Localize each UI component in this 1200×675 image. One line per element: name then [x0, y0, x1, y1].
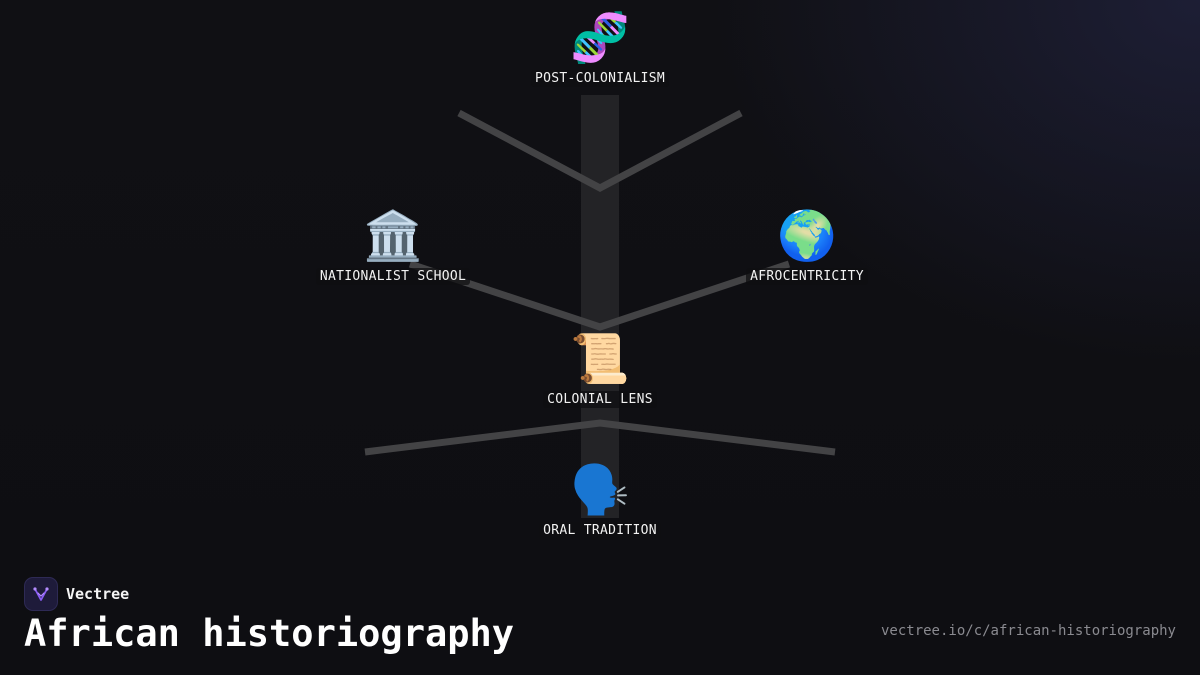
brand[interactable]: Vectree — [24, 577, 129, 611]
node-oral-tradition[interactable]: 🗣️ ORAL TRADITION — [480, 462, 720, 539]
node-post-colonialism[interactable]: 🧬 POST-COLONIALISM — [480, 10, 720, 87]
scroll-icon: 📜 — [570, 331, 630, 387]
node-label: ORAL TRADITION — [539, 522, 661, 539]
node-label: POST-COLONIALISM — [530, 70, 670, 87]
brand-name: Vectree — [66, 585, 130, 603]
globe-africa-icon: 🌍 — [777, 208, 837, 264]
node-nationalist-school[interactable]: 🏛️ NATIONALIST SCHOOL — [273, 208, 513, 285]
page-title: African historiography — [24, 612, 515, 655]
speaking-head-icon: 🗣️ — [570, 462, 630, 518]
node-label: AFROCENTRICITY — [746, 268, 868, 285]
branch-top — [457, 109, 743, 192]
node-label: NATIONALIST SCHOOL — [315, 268, 471, 285]
node-label: COLONIAL LENS — [543, 391, 657, 408]
dna-icon: 🧬 — [570, 10, 630, 66]
node-afrocentricity[interactable]: 🌍 AFROCENTRICITY — [687, 208, 927, 285]
branch-middle — [408, 260, 791, 331]
page-url[interactable]: vectree.io/c/african-historiography — [880, 623, 1176, 639]
tree-trunk — [581, 95, 619, 518]
node-colonial-lens[interactable]: 📜 COLONIAL LENS — [480, 331, 720, 408]
branch-bottom — [364, 419, 836, 456]
classical-building-icon: 🏛️ — [363, 208, 423, 264]
vectree-logo-icon — [24, 577, 58, 611]
